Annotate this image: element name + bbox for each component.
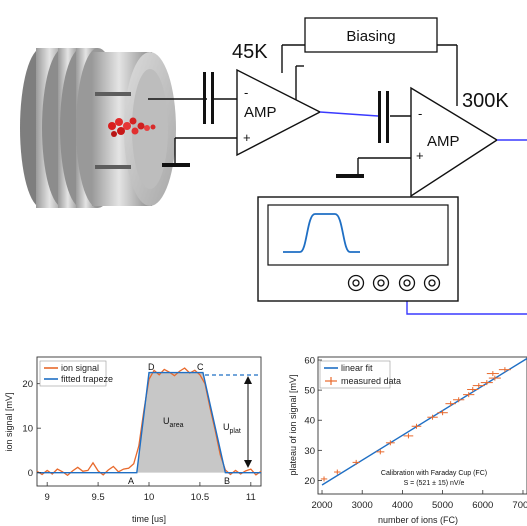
- electrode-stack: [20, 48, 176, 208]
- measured-data-point: [385, 440, 395, 446]
- calibration-note-line1: Calibration with Faraday Cup (FC): [381, 470, 487, 477]
- calibration-note-line2: S = (521 ± 15) nV/e: [404, 480, 465, 487]
- chart2-xtick-label: 4000: [392, 500, 413, 511]
- measured-data-point: [488, 375, 501, 381]
- measured-data-point: [453, 397, 465, 403]
- measured-data-point: [445, 401, 456, 407]
- chart2-xlabel: number of ions (FC): [378, 515, 458, 525]
- ion-signal-chart: 9 9.5 10 10.5 11 0 10 20 Uarea Uplat A B C D io…: [4, 356, 262, 524]
- chart2-xtick-label: 6000: [472, 500, 493, 511]
- chart2-ytick-label: 20: [304, 476, 315, 487]
- chart2-xtick-label: 3000: [352, 500, 373, 511]
- chart1-xtick-label: 11: [246, 492, 256, 503]
- chart1-xtick-label: 10.5: [191, 492, 210, 503]
- amplifier-1-label: AMP: [244, 104, 277, 121]
- point-a-label: A: [128, 476, 134, 486]
- legend-measured-data: measured data: [341, 376, 401, 386]
- point-b-label: B: [224, 476, 230, 486]
- chart2-ytick-label: 60: [304, 356, 315, 367]
- amplifier-2-minus: -: [418, 106, 422, 121]
- coupling-capacitor-2: [378, 91, 389, 143]
- legend-linear-fit: linear fit: [341, 363, 373, 373]
- chart2-ytick-label: 50: [304, 386, 315, 397]
- amplifier-2-label: AMP: [427, 133, 460, 150]
- chart1-xtick-label: 9: [45, 492, 50, 503]
- chart2-xtick-label: 7000: [512, 500, 527, 511]
- oscilloscope-screen: [267, 204, 449, 266]
- measured-data-point: [411, 423, 422, 429]
- gain-2-label: 300K: [462, 90, 509, 112]
- measured-data-point: [480, 380, 493, 386]
- amplifier-2: [410, 86, 499, 198]
- amplifier-2-plus: +: [416, 148, 424, 163]
- measured-data-point: [472, 383, 485, 389]
- measured-data-point: [427, 414, 438, 420]
- amplifier-1-plus: +: [243, 130, 251, 145]
- measured-data-point: [320, 476, 328, 482]
- chart1-xtick-label: 9.5: [91, 492, 104, 503]
- chart2-ytick-label: 40: [304, 416, 315, 427]
- chart2-ylabel: plateau of ion signal [mV]: [288, 374, 298, 475]
- measured-data-point: [403, 433, 414, 439]
- area-label: Uarea: [163, 416, 184, 429]
- chart1-xtick-label: 10: [144, 492, 155, 503]
- chart2-ytick-label: 30: [304, 446, 315, 457]
- plateau-arrow: [244, 376, 252, 468]
- measured-data-point: [498, 367, 511, 373]
- chart2-legend: linear fit measured data: [319, 360, 401, 389]
- chart1-xlabel: time [us]: [132, 514, 166, 524]
- legend-ion-signal: ion signal: [61, 363, 99, 373]
- point-d-label: D: [148, 362, 155, 372]
- measured-data-point: [486, 371, 499, 377]
- biasing-box: [304, 17, 438, 53]
- measured-data-point: [437, 410, 448, 416]
- series-fitted-trapeze: [37, 371, 261, 474]
- coupling-capacitor-1: [203, 72, 214, 124]
- chart1-legend: ion signal fitted trapeze: [39, 360, 113, 387]
- point-c-label: C: [197, 362, 204, 372]
- trapeze-area-fill: [136, 372, 226, 473]
- chart2-xtick-label: 5000: [432, 500, 453, 511]
- measured-data-point: [463, 392, 475, 398]
- measured-data-point: [352, 459, 360, 465]
- legend-fitted-trapeze: fitted trapeze: [61, 374, 113, 384]
- amplifier-1: [236, 68, 322, 157]
- gain-1-label: 45K: [232, 41, 268, 63]
- ion-cloud: [108, 117, 156, 137]
- chart2-frame: [317, 356, 527, 495]
- chart2-xtick-label: 2000: [311, 500, 332, 511]
- chart1-ylabel: ion signal [mV]: [4, 392, 14, 451]
- oscilloscope-knobs: [347, 274, 441, 292]
- measured-data-point: [376, 449, 385, 455]
- biasing-label: Biasing: [346, 28, 395, 45]
- chart1-ytick-label: 0: [28, 468, 33, 479]
- chart1-ytick-label: 10: [22, 424, 33, 435]
- oscilloscope: [257, 196, 459, 302]
- chart1-ytick-label: 20: [22, 379, 33, 390]
- plat-label: Uplat: [223, 422, 241, 435]
- measured-data-point: [334, 469, 341, 475]
- calibration-chart: 2000 3000 4000 5000 6000 7000 20 30 40 50 60 linea…: [288, 356, 527, 525]
- measured-data-point: [467, 387, 479, 393]
- amplifier-1-minus: -: [244, 85, 248, 100]
